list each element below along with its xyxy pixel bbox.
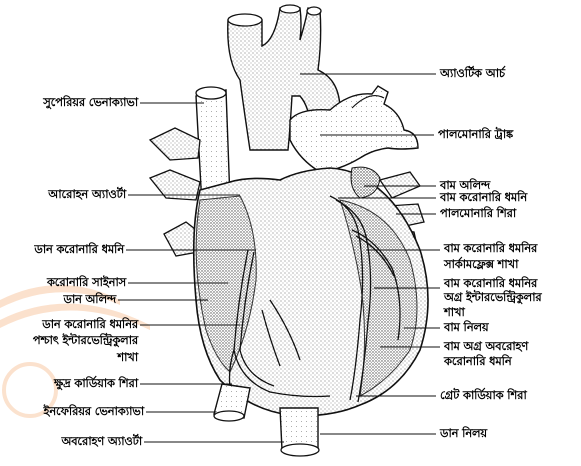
label-aortic-arch: অ্যাওর্টিক আর্চ [440, 67, 505, 80]
label-right-atrium: ডান অলিন্দ [4, 293, 116, 306]
label-lca-anterior-line1: বাম করোনারি ধমনির [444, 277, 537, 290]
label-great-cardiac-vein: গ্রেট কার্ডিয়াক শিরা [440, 389, 527, 402]
label-superior-vena-cava: সুপেরিয়র ভেনাক্যাভা [4, 96, 138, 109]
label-pulmonary-trunk: পালমোনারি ট্রাঙ্ক [438, 128, 513, 141]
label-rca-posterior-branch-line1: ডান করোনারি ধমনির [4, 318, 138, 331]
label-ascending-aorta: আরোহন অ্যাওর্টা [4, 188, 126, 201]
label-rca-posterior-branch-line2: পশ্চাৎ ইন্টারভেন্ট্রিকুলার [4, 334, 138, 347]
label-lad-line2: করোনারি ধমনি [444, 355, 512, 368]
label-lca-circumflex-line1: বাম করোনারি ধমনির [444, 242, 537, 255]
label-lad-line1: বাম অগ্র অবরোহণ [444, 340, 528, 353]
inferior-vena-cava [214, 384, 250, 421]
label-lca-anterior-line3: শাখা [444, 306, 465, 319]
descending-aorta [280, 408, 319, 456]
label-left-ventricle: বাম নিলয় [444, 321, 488, 334]
label-lca-circumflex-line2: সার্কামফ্লেক্স শাখা [444, 258, 518, 271]
label-right-ventricle: ডান নিলয় [440, 427, 487, 440]
label-rca-posterior-branch-line3: শাখা [4, 351, 138, 364]
label-descending-aorta: অবরোহণ অ্যাওর্টা [4, 435, 142, 448]
label-inferior-vena-cava: ইনফেরিয়র ভেনাক্যাভা [4, 405, 144, 418]
label-pulmonary-veins: পালমোনারি শিরা [440, 207, 516, 220]
label-coronary-sinus: করোনারি সাইনাস [4, 276, 126, 289]
label-right-coronary-artery: ডান করোনারি ধমনি [4, 243, 124, 256]
label-lca-anterior-line2: অগ্র ইন্টারভেন্ট্রিকুলার [444, 291, 541, 304]
label-small-cardiac-vein: ক্ষুদ্র কার্ডিয়াক শিরা [4, 377, 138, 390]
label-left-coronary-artery: বাম করোনারি ধমনি [440, 191, 527, 204]
